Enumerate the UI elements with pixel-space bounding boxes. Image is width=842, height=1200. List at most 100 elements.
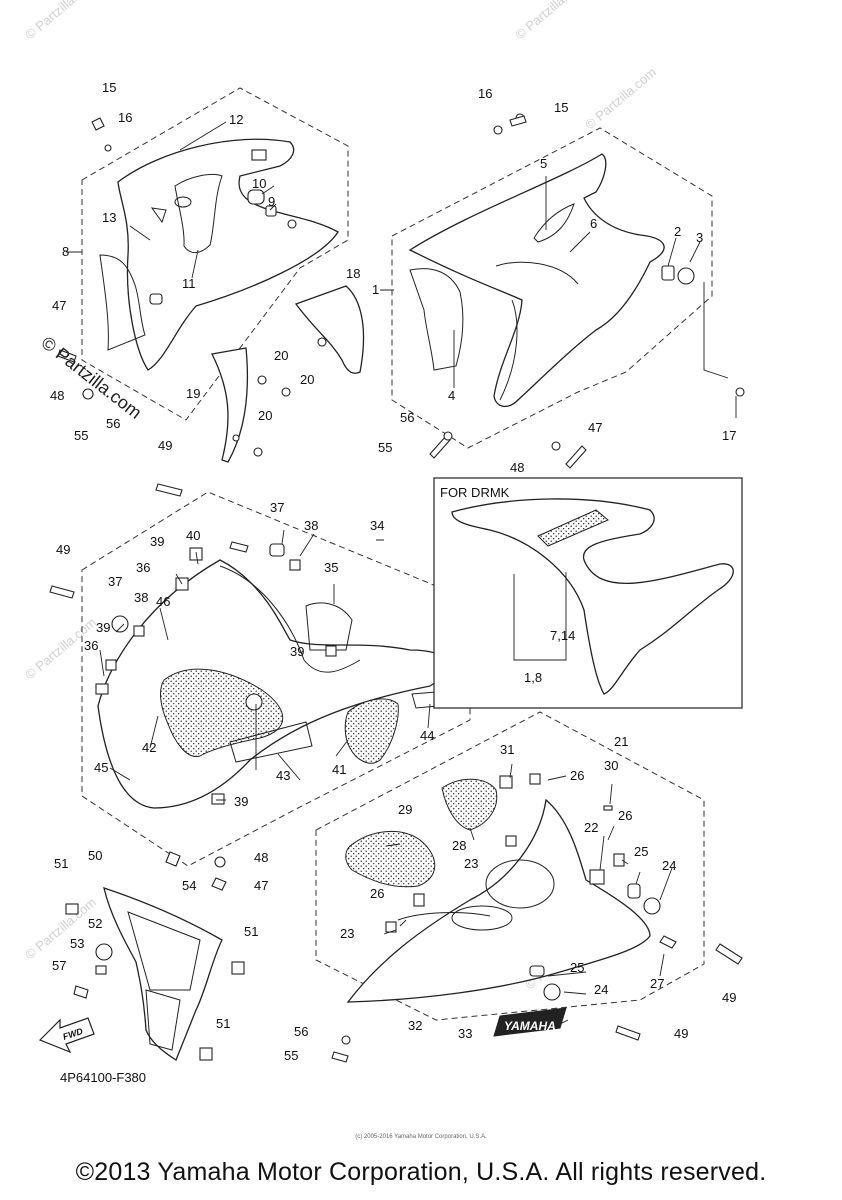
callout-46: 46 (156, 594, 170, 609)
callout-2: 2 (674, 224, 681, 239)
callout-35: 35 (324, 560, 338, 575)
callout-21: 21 (614, 734, 628, 749)
callout-10: 10 (252, 176, 266, 191)
right-side-cowling-group (391, 113, 745, 449)
yamaha-badge: YAMAHA (493, 1007, 567, 1037)
callout-23: 23 (340, 926, 354, 941)
callout-26: 26 (370, 886, 384, 901)
callout-48: 48 (50, 388, 64, 403)
callout-32: 32 (408, 1018, 422, 1033)
under-cowling-left-group (81, 491, 471, 867)
part-code: 4P64100-F380 (60, 1070, 146, 1085)
under-cowling-left (97, 559, 449, 809)
fasteners (49, 115, 743, 1063)
callout-38: 38 (304, 518, 318, 533)
callout-6: 6 (590, 216, 597, 231)
callout-39: 39 (290, 644, 304, 659)
drmk-cowling (451, 498, 734, 695)
left-side-cowling-group (81, 87, 349, 421)
callout-22: 22 (584, 820, 598, 835)
inner-panel-19 (211, 347, 249, 463)
callout-44: 44 (420, 728, 434, 743)
callout-56: 56 (400, 410, 414, 425)
watermark: © Partzilla.com (22, 0, 99, 42)
callout-9: 9 (268, 194, 275, 209)
bracket-50 (103, 887, 223, 1061)
callout-8: 8 (62, 244, 69, 259)
callout-15: 15 (554, 100, 568, 115)
callout-16: 16 (478, 86, 492, 101)
drmk-label: FOR DRMK (440, 485, 510, 500)
callout-11: 11 (182, 276, 196, 291)
right-side-cowling (408, 153, 665, 407)
leader-lines (66, 121, 737, 1025)
callout-31: 31 (500, 742, 514, 757)
callout-20: 20 (274, 348, 288, 363)
callout-24: 24 (662, 858, 676, 873)
callout-55: 55 (378, 440, 392, 455)
small-notice: (c) 2005-2016 Yamaha Motor Corporation, … (355, 1134, 487, 1140)
callout-54: 54 (182, 878, 196, 893)
callout-28: 28 (452, 838, 466, 853)
watermark: © Partzilla.com (582, 64, 659, 132)
callout-55: 55 (284, 1048, 298, 1063)
callout-40: 40 (186, 528, 200, 543)
callout-39: 39 (150, 534, 164, 549)
svg-text:YAMAHA: YAMAHA (504, 1019, 556, 1033)
drmk-callout-a: 7,14 (550, 628, 575, 643)
callout-26: 26 (618, 808, 632, 823)
callout-13: 13 (102, 210, 116, 225)
callout-51: 51 (54, 856, 68, 871)
callout-52: 52 (88, 916, 102, 931)
callout-51: 51 (216, 1016, 230, 1031)
callout-25: 25 (570, 960, 584, 975)
callout-39: 39 (96, 620, 110, 635)
callout-29: 29 (398, 802, 412, 817)
callout-55: 55 (74, 428, 88, 443)
callout-42: 42 (142, 740, 156, 755)
callout-19: 19 (186, 386, 200, 401)
callout-48: 48 (254, 850, 268, 865)
drmk-emblem (537, 509, 609, 547)
callout-5: 5 (540, 156, 547, 171)
callout-47: 47 (52, 298, 66, 313)
callout-49: 49 (722, 990, 736, 1005)
callout-33: 33 (458, 1026, 472, 1041)
callout-23: 23 (464, 856, 478, 871)
fwd-arrow: FWD (38, 1017, 95, 1054)
insulator-28 (441, 778, 498, 831)
callout-16: 16 (118, 110, 132, 125)
callout-50: 50 (88, 848, 102, 863)
callout-37: 37 (270, 500, 284, 515)
under-cowling-right-group: YAMAHA (315, 711, 705, 1037)
callout-57: 57 (52, 958, 66, 973)
inner-panel-18 (294, 285, 365, 374)
callout-53: 53 (70, 936, 84, 951)
callouts: 15 16 12 10 9 13 8 11 47 48 55 56 16 15 … (50, 80, 736, 1063)
partzilla-watermark: © Partzilla.com (38, 332, 146, 422)
callout-41: 41 (332, 762, 346, 777)
callout-48: 48 (510, 460, 524, 475)
callout-37: 37 (108, 574, 122, 589)
callout-43: 43 (276, 768, 290, 783)
insulator-42 (160, 668, 284, 757)
callout-12: 12 (229, 112, 243, 127)
callout-20: 20 (258, 408, 272, 423)
callout-38: 38 (134, 590, 148, 605)
insulator-41 (344, 698, 399, 764)
callout-34: 34 (370, 518, 384, 533)
callout-49: 49 (56, 542, 70, 557)
drmk-callout-b: 1,8 (524, 670, 542, 685)
callout-36: 36 (84, 638, 98, 653)
callout-49: 49 (674, 1026, 688, 1041)
callout-3: 3 (696, 230, 703, 245)
under-cowling-right (346, 798, 651, 1003)
callout-26: 26 (570, 768, 584, 783)
callout-45: 45 (94, 760, 108, 775)
callout-56: 56 (294, 1024, 308, 1039)
callout-20: 20 (300, 372, 314, 387)
copyright-footer: ©2013 Yamaha Motor Corporation, U.S.A. A… (75, 1158, 767, 1186)
callout-56: 56 (106, 416, 120, 431)
callout-39: 39 (234, 794, 248, 809)
callout-25: 25 (634, 844, 648, 859)
